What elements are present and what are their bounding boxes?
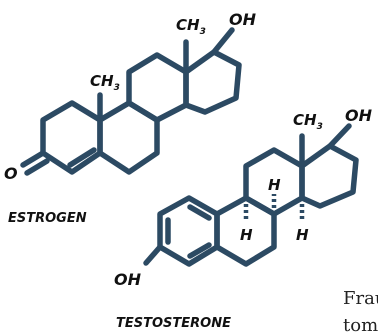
top-ring-c <box>126 52 189 123</box>
top-ring-a-double-bond <box>67 147 97 168</box>
bottom-ring-d <box>299 143 359 209</box>
side-text-line-1: Frau <box>343 288 378 309</box>
top-left-ch3-label: CH3 <box>90 72 120 93</box>
h-right-label: H <box>296 226 309 244</box>
top-oh-bond <box>211 27 235 55</box>
h-left-label: H <box>240 226 253 244</box>
bottom-ch3-label: CH3 <box>293 111 323 132</box>
bottom-molecule: CH3 OH H H H OH TESTOSTERONE <box>114 106 373 331</box>
bottom-oh-label: OH <box>114 270 142 289</box>
top-ch3-label: CH3 <box>176 16 206 37</box>
estrogen-caption: ESTROGEN <box>8 211 87 226</box>
top-carbonyl-bond-2 <box>24 158 50 176</box>
testosterone-caption: TESTOSTERONE <box>116 316 231 331</box>
top-carbonyl-bond-1 <box>20 150 46 168</box>
bottom-oh-top-bond <box>327 123 352 149</box>
side-text-line-2: tom <box>343 315 378 333</box>
top-ring-d <box>183 49 242 115</box>
h-upper-label: H <box>268 176 281 194</box>
bottom-ring-a-inner-3 <box>187 242 212 259</box>
bottom-oh-top-label: OH <box>345 106 373 125</box>
top-o-label: O <box>4 164 18 183</box>
bottom-oh-bond <box>143 244 163 266</box>
bottom-ring-a-inner-1 <box>187 204 212 221</box>
top-molecule: CH3 OH CH3 O ESTROGEN <box>4 10 257 226</box>
top-oh-label: OH <box>229 10 257 29</box>
